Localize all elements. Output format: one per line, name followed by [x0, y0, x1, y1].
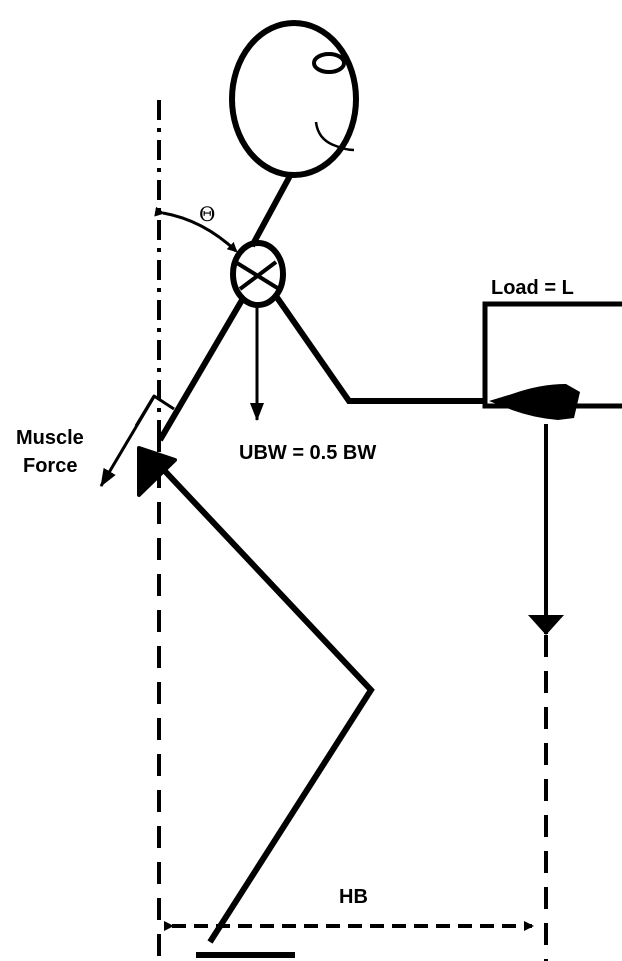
- muscle-force: [99, 394, 175, 487]
- mouth: [314, 121, 355, 152]
- load-label: Load = L: [491, 277, 574, 299]
- muscle-force-label-line1: Muscle: [16, 427, 84, 449]
- theta-label: Θ: [199, 202, 215, 226]
- head: [229, 20, 359, 178]
- neck: [249, 172, 294, 248]
- muscle-force-label-line2: Force: [23, 455, 77, 477]
- eye: [312, 52, 346, 74]
- muscle-force-arrow: [99, 394, 157, 487]
- arm: [273, 294, 485, 404]
- trunk: [157, 298, 245, 442]
- hip-joint: [137, 446, 177, 497]
- leg: [159, 465, 375, 944]
- shoulder-joint: [230, 240, 286, 308]
- head-outline: [229, 20, 359, 178]
- theta-angle-arc: [154, 206, 238, 253]
- hb-label: HB: [339, 886, 368, 908]
- hand: [489, 384, 580, 420]
- ubw-label: UBW = 0.5 BW: [239, 442, 376, 464]
